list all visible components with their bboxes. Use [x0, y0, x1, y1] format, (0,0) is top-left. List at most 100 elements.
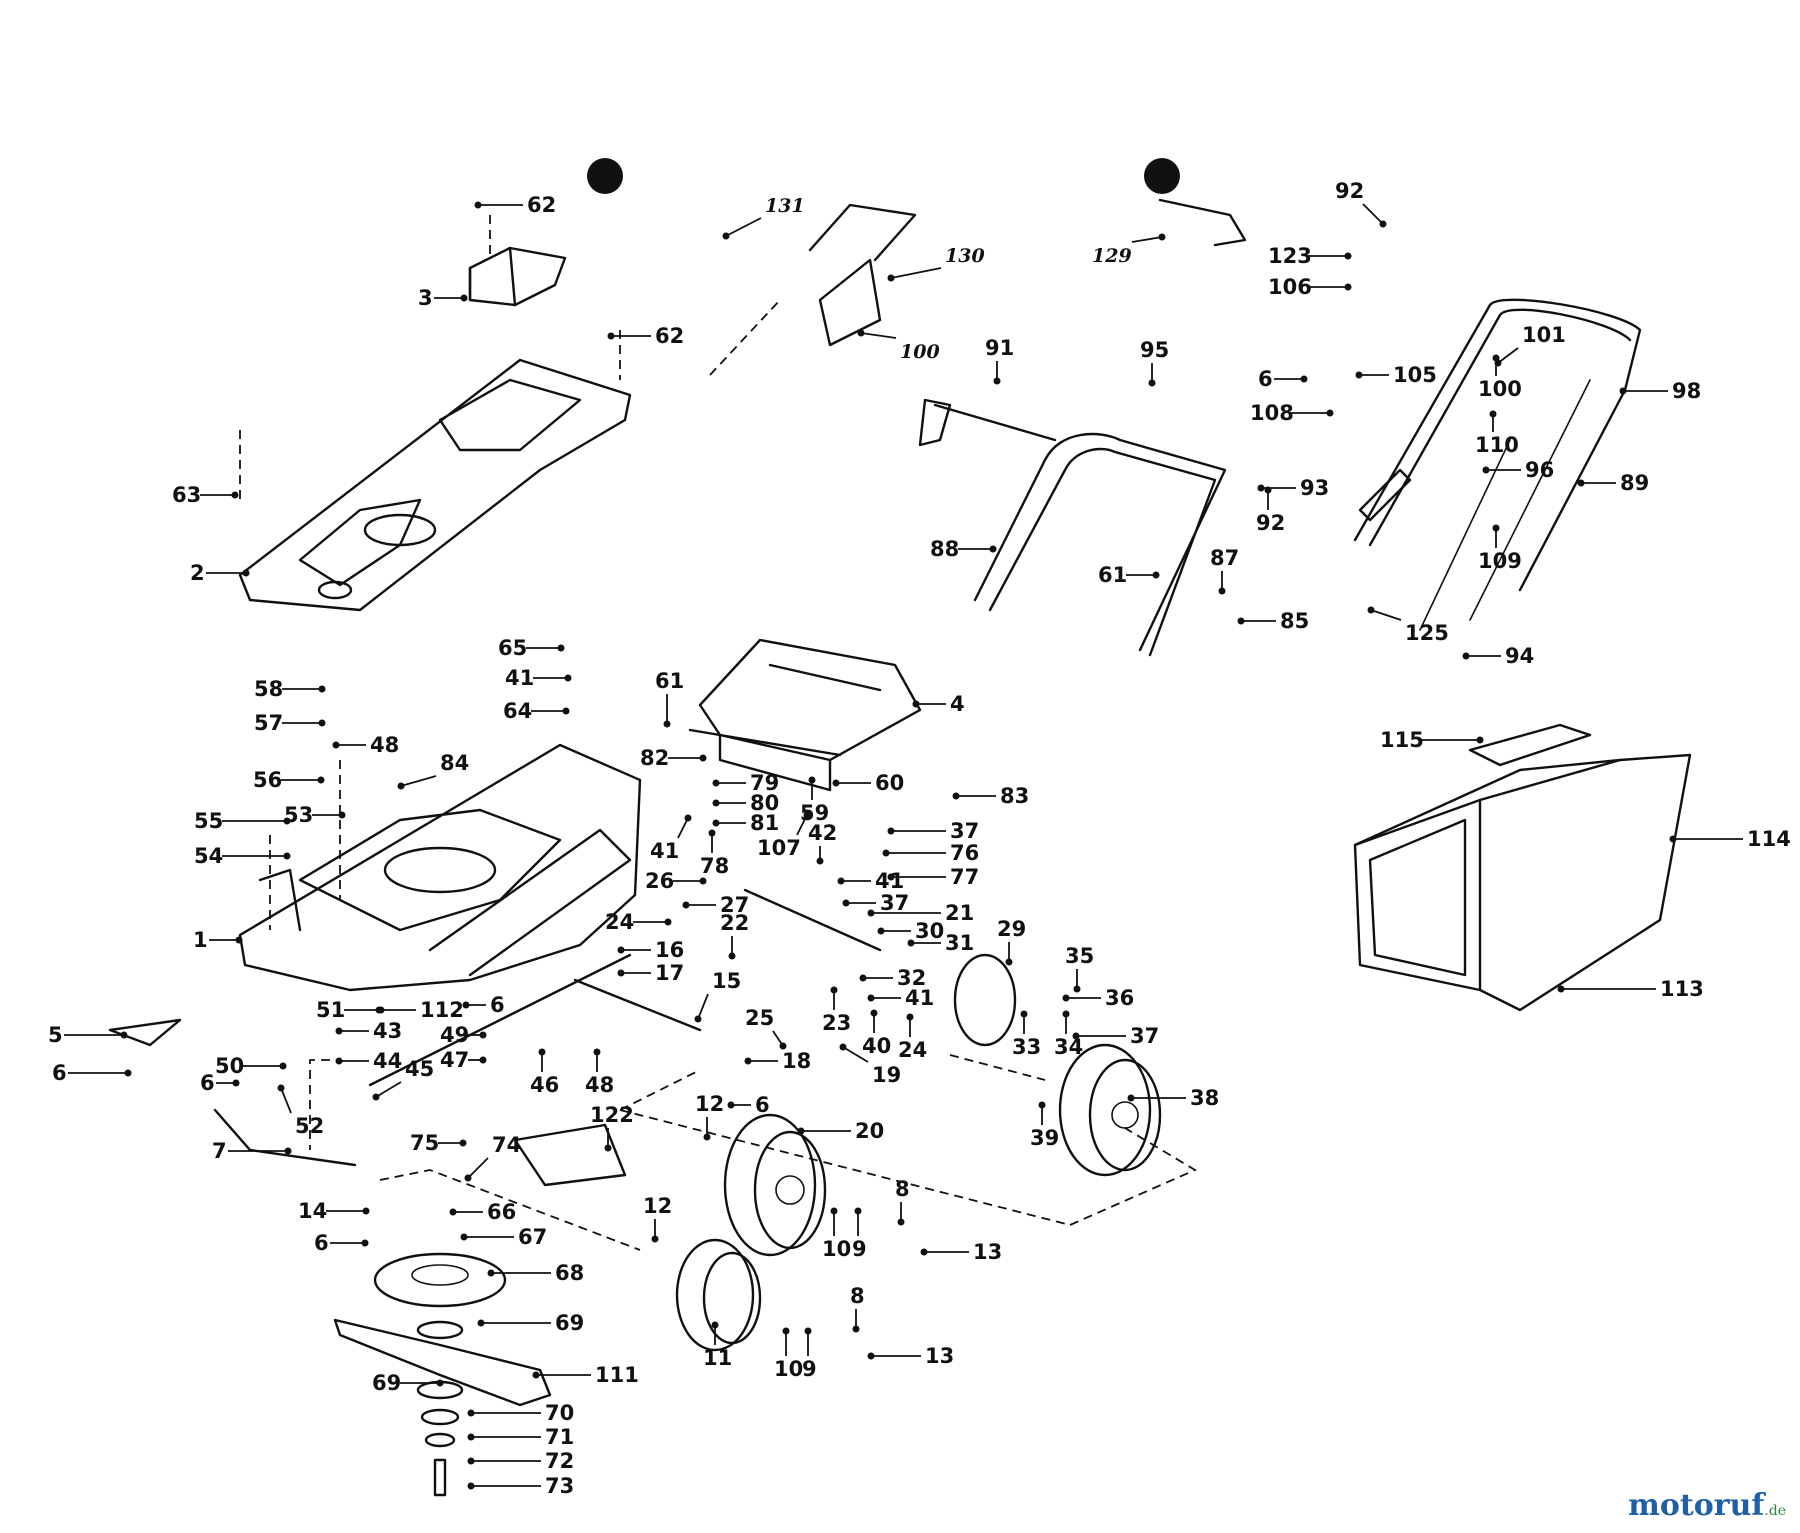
- part-label-57: 57: [254, 711, 326, 735]
- part-plate-122: [513, 1123, 627, 1187]
- leader-dot: [877, 927, 885, 935]
- leader-line: [697, 993, 709, 1020]
- leader-dot: [477, 1319, 485, 1327]
- part-number-text: 1: [193, 928, 208, 952]
- leader-dot: [460, 1233, 468, 1241]
- leader-dot: [782, 1327, 790, 1335]
- part-label-6: 6: [727, 1093, 770, 1117]
- part-label-14: 14: [298, 1199, 370, 1223]
- leader-dot: [617, 969, 625, 977]
- part-label-84: 84: [397, 751, 469, 790]
- part-label-52: 52: [277, 1084, 324, 1138]
- part-label-82: 82: [640, 746, 707, 770]
- leader-dot: [283, 852, 291, 860]
- part-number-text: 33: [1012, 1035, 1041, 1059]
- part-number-text: 12: [643, 1194, 672, 1218]
- part-number-text: 71: [545, 1425, 574, 1449]
- leader-dot: [124, 1069, 132, 1077]
- part-label-108: 108: [1250, 401, 1334, 425]
- leader-dot: [852, 1325, 860, 1333]
- leader-dot: [479, 1031, 487, 1039]
- part-label-68: 68: [487, 1261, 584, 1285]
- leader-dot: [232, 1079, 240, 1087]
- part-number-text: 88: [930, 537, 959, 561]
- leader-dot: [1482, 466, 1490, 474]
- part-label-71: 71: [467, 1425, 574, 1449]
- part-label-7: 7: [212, 1139, 292, 1163]
- leader-dot: [684, 814, 692, 822]
- leader-dot: [699, 754, 707, 762]
- part-number-text: 41: [650, 839, 679, 863]
- part-label-1: 1: [193, 928, 243, 952]
- part-number-text: 91: [985, 336, 1014, 360]
- part-label-6: 6: [462, 993, 505, 1017]
- part-label-41: 41: [650, 814, 692, 863]
- part-label-8: 8: [850, 1284, 865, 1333]
- part-label-73: 73: [467, 1474, 574, 1498]
- part-label-39: 39: [1030, 1101, 1059, 1150]
- part-label-40: 40: [862, 1009, 891, 1058]
- part-number-text: 112: [420, 998, 464, 1022]
- part-label-100: 100: [1478, 354, 1522, 401]
- part-number-text: 3: [418, 286, 433, 310]
- part-label-93: 93: [1257, 476, 1329, 500]
- part-number-text: 109: [1478, 549, 1522, 573]
- leader-line: [725, 217, 762, 237]
- leader-dot: [870, 1009, 878, 1017]
- part-number-text: 38: [1190, 1086, 1219, 1110]
- part-number-text: 78: [700, 854, 729, 878]
- part-number-text: 25: [745, 1006, 774, 1030]
- leader-dot: [1619, 387, 1627, 395]
- part-label-18: 18: [744, 1049, 811, 1073]
- part-number-text: 58: [254, 677, 283, 701]
- part-number-text: 95: [1140, 338, 1169, 362]
- leader-dot: [1073, 985, 1081, 993]
- leader-dot: [952, 792, 960, 800]
- part-label-38: 38: [1127, 1086, 1219, 1110]
- part-number-text: 82: [640, 746, 669, 770]
- part-label-41: 41: [837, 869, 904, 893]
- part-number-text: 48: [370, 733, 399, 757]
- leader-dot: [235, 936, 243, 944]
- leader-dot: [277, 1084, 285, 1092]
- part-number-text: 37: [950, 819, 979, 843]
- part-label-54: 54: [194, 844, 291, 868]
- leader-dot: [467, 1457, 475, 1465]
- part-number-text: 10: [774, 1357, 803, 1381]
- part-number-text: 26: [645, 869, 674, 893]
- leader-dot: [859, 974, 867, 982]
- part-number-text: 29: [997, 917, 1026, 941]
- part-number-text: 15: [712, 969, 741, 993]
- part-number-text: 44: [373, 1049, 402, 1073]
- part-label-81: 81: [712, 811, 779, 835]
- part-number-text: 19: [872, 1063, 901, 1087]
- part-label-13: 13: [867, 1344, 954, 1368]
- part-label-123: 123: [1268, 244, 1352, 268]
- leader-dot: [464, 1174, 472, 1182]
- leader-dot: [317, 776, 325, 784]
- leader-dot: [712, 819, 720, 827]
- part-number-text: 57: [254, 711, 283, 735]
- leader-line: [890, 267, 942, 279]
- part-label-113: 113: [1557, 977, 1704, 1001]
- leader-dot: [1669, 835, 1677, 843]
- part-rods: [108, 728, 882, 1167]
- leader-dot: [839, 1043, 847, 1051]
- part-number-text: 8: [850, 1284, 865, 1308]
- part-number-text: 7: [212, 1139, 227, 1163]
- part-label-131: 131: [722, 195, 805, 240]
- leader-dot: [887, 274, 895, 282]
- part-number-text: 76: [950, 841, 979, 865]
- part-motor-cover-4: [698, 638, 922, 792]
- part-number-text: 61: [655, 669, 684, 693]
- leader-dot: [1038, 1101, 1046, 1109]
- part-label-88: 88: [930, 537, 997, 561]
- reference-dot-right: [1144, 158, 1180, 194]
- part-number-text: 37: [880, 891, 909, 915]
- leader-line: [280, 1087, 292, 1114]
- part-number-text: 80: [750, 791, 779, 815]
- watermark-brand: motoruf: [1628, 1488, 1765, 1523]
- part-label-6: 6: [1258, 367, 1308, 391]
- part-number-text: 74: [492, 1133, 521, 1157]
- part-label-65: 65: [498, 636, 565, 660]
